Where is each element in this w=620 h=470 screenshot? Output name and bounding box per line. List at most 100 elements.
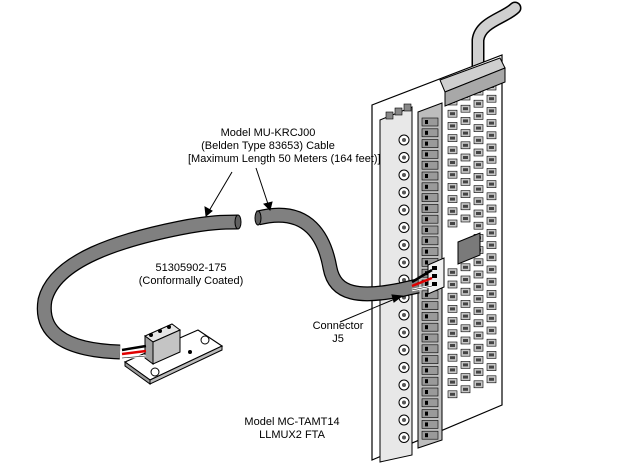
component-pin [476,163,481,167]
component-pin [489,231,494,235]
terminal-screw [425,292,428,297]
screw-center [402,383,406,387]
component-pin [463,351,468,355]
terminal-screw [425,336,428,340]
screw-center [402,330,406,335]
component-pin [450,392,455,396]
component-pin [489,97,494,101]
component-pin [476,285,481,289]
component-pin [476,346,481,350]
terminal [421,214,439,224]
component-pin [450,295,455,299]
component-pin [450,173,455,177]
screw-center [402,260,406,265]
fta-name: LLMUX2 FTA [259,429,325,441]
component-pin [450,209,455,213]
terminal-screw [425,130,428,135]
terminal-screw [425,379,428,384]
component-pin [489,353,494,357]
screw-center [402,348,406,352]
terminal [421,430,439,440]
component-pin [463,217,468,220]
terminal-screw [425,249,428,254]
component-pin [463,107,468,111]
terminal [421,398,439,408]
terminal [421,160,439,170]
small-board [121,323,224,385]
component-pin [489,280,494,284]
component-pin [450,270,455,274]
component-pin [463,314,468,318]
terminal [421,128,439,138]
screw-center [402,138,406,142]
screw-center [402,155,406,160]
connector-label: Connector J5 [308,320,368,346]
terminal-screw [425,228,428,232]
component-pin [463,290,468,294]
terminal-screw [425,260,428,265]
terminal-screw [425,120,428,124]
terminal-screw [425,184,428,189]
terminal [421,387,439,397]
terminal [421,312,439,321]
fta-board [371,54,506,463]
component-pin [463,204,468,208]
terminal-screw [425,282,428,286]
component-pin [450,307,455,311]
terminal-screw [425,433,428,438]
terminal [421,225,439,235]
terminal-screw [425,152,428,157]
component-pin [463,143,468,147]
terminal-screw [425,368,428,373]
component-pin [476,309,481,313]
component-pin [489,158,494,162]
terminal [421,150,439,159]
fta-model: Model MC-TAMT14 [244,416,340,428]
screw-center [402,418,406,422]
component-pin [450,161,455,164]
cable-right-segment [254,207,420,302]
connector-j5 [427,257,445,295]
terminal-screw [425,174,428,178]
component-pin [450,380,455,384]
component-pin [489,316,494,320]
component-pin [450,197,455,201]
component-pin [489,133,494,137]
component-pin [450,124,455,128]
component-pin [476,187,481,191]
top-cable [471,1,522,75]
component-pin [489,377,494,381]
screw-center [402,400,406,405]
terminal [421,333,439,343]
component-pin [450,344,455,347]
fta-label: Model MC-TAMT14 LLMUX2 FTA [232,416,352,442]
component-pin [463,119,468,123]
component-pin [489,121,494,125]
terminal-screw [425,390,428,394]
screw-center [402,225,406,230]
component-pin [476,212,481,215]
terminal-screw [425,217,428,222]
component-pin [463,265,468,269]
component-pin [489,207,494,210]
component-pin [463,387,468,391]
component-pin [450,331,455,335]
terminal [421,301,439,310]
small-board-label: 51305902-175 (Conformally Coated) [126,262,256,288]
cable-length: [Maximum Length 50 Meters (164 feet)] [188,153,381,165]
connector-title: Connector [312,320,364,332]
component-pin [476,126,481,130]
terminal [421,409,439,418]
terminal [421,355,439,364]
component-pin [476,138,481,142]
terminal-screw [425,422,428,427]
component-pin [450,185,455,189]
component-pin [476,358,481,362]
small-board-coating: (Conformally Coated) [138,275,244,287]
terminal [421,236,439,246]
component-pin [489,194,494,198]
component-pin [476,334,481,337]
terminal [421,322,439,332]
component-pin [450,222,455,225]
